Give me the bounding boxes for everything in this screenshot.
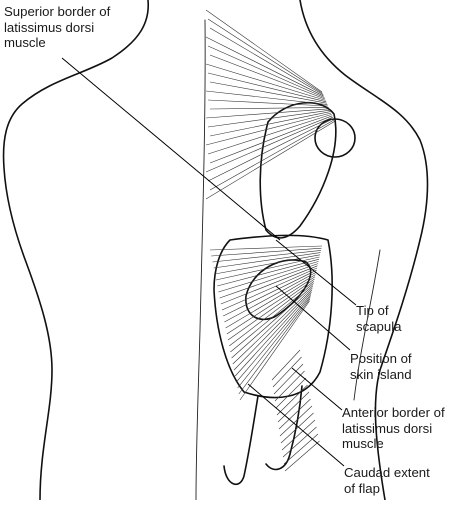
trapezius-fiber [209,27,324,96]
leader-tip-scapula [275,239,357,306]
trapezius-fiber [205,63,326,101]
scapula-outline [259,101,337,239]
latissimus-fiber [218,261,319,293]
latissimus-fiber [221,267,318,311]
label-line: latissimus dorsi [4,19,95,35]
trapezius-fiber [207,118,334,182]
trapezius-fiber [207,72,327,103]
leader-superior-border [61,57,281,241]
trapezius-fiber [209,111,331,137]
trapezius-fiber [209,107,329,110]
oblique-fiber [271,349,301,381]
trapezius-fiber [207,18,323,94]
latissimus-fiber [230,283,314,353]
latissimus-fiber [233,289,313,371]
label-line: Caudad extent [344,465,430,480]
latissimus-fiber [223,269,317,317]
label-superior-border: Superior border of latissimus dorsi musc… [4,4,110,51]
latissimus-fiber [232,287,313,365]
latissimus-fiber [231,285,314,359]
label-line: Superior border of [4,4,111,19]
label-tip-scapula: Tip of scapula [356,303,401,334]
oblique-fiber [272,356,302,388]
label-skin-island: Position of skin island [350,351,412,382]
oblique-fiber [273,363,304,395]
trapezius-fiber [205,9,323,93]
latissimus-fiber [224,272,317,323]
label-line: scapula [356,318,402,334]
label-line: latissimus dorsi [342,420,433,436]
latissimus-fiber [239,300,310,401]
leader-skin-island [275,285,351,351]
trapezius-fiber [205,121,335,200]
label-line: Anterior border of [342,405,445,420]
oblique-fiber [280,412,314,444]
latissimus-fiber [211,247,322,257]
trapezius-fiber [209,81,327,104]
trapezius-fiber [207,45,325,98]
trapezius-fiber [209,119,335,191]
latissimus-fiber [219,263,319,299]
latissimus-fiber [209,245,323,251]
trapezius-fiber [209,54,326,100]
latissimus-fiber [213,252,321,269]
label-line: Tip of [356,303,389,318]
label-line: skin island [350,366,412,382]
flap-lobe-right [265,385,303,471]
latissimus-fiber [237,296,311,389]
latissimus-fiber [238,298,311,395]
oblique-fiber [278,398,311,430]
latissimus-fiber [214,254,321,275]
trapezius-fiber [205,116,333,173]
latissimus-fiber [226,276,316,335]
leader-anterior-border [291,367,343,411]
trapezius-fiber [205,90,328,105]
body-outline-left [2,0,150,501]
oblique-fiber [276,384,308,416]
trapezius-fiber [205,112,332,146]
oblique-fiber [283,433,319,465]
spine-line [195,19,206,501]
body-outline-right [299,0,429,501]
label-anterior-border: Anterior border of latissimus dorsi musc… [342,405,445,452]
latissimus-fiber [236,294,312,383]
latissimus-fiber [217,258,320,287]
latissimus-fiber [229,280,315,347]
oblique-fiber [284,440,320,472]
label-line: Position of [350,351,412,366]
oblique-fiber [281,419,316,451]
oblique-fiber [274,370,305,402]
label-caudad-extent: Caudad extent of flap [344,465,430,496]
latissimus-fiber [220,265,318,305]
arm-inner-line [353,249,381,401]
oblique-fiber [277,391,310,423]
latissimus-outline [213,234,333,399]
muscle-fibers [205,9,335,472]
label-line: muscle [342,436,384,452]
leader-caudad-extent [247,383,345,467]
latissimus-fiber [212,250,322,263]
oblique-fiber [279,405,313,437]
latissimus-fiber [225,274,316,329]
trapezius-fiber [205,108,330,119]
trapezius-fiber [207,114,332,155]
oblique-fiber [282,426,317,458]
label-line: of flap [344,480,380,496]
trapezius-fiber [205,36,324,97]
trapezius-fiber [207,109,330,128]
label-line: muscle [4,35,46,51]
flap-lobe-left [223,395,259,486]
oblique-fiber [275,377,307,409]
latissimus-fiber [227,278,315,341]
trapezius-fiber [209,115,333,164]
trapezius-fiber [207,99,329,107]
